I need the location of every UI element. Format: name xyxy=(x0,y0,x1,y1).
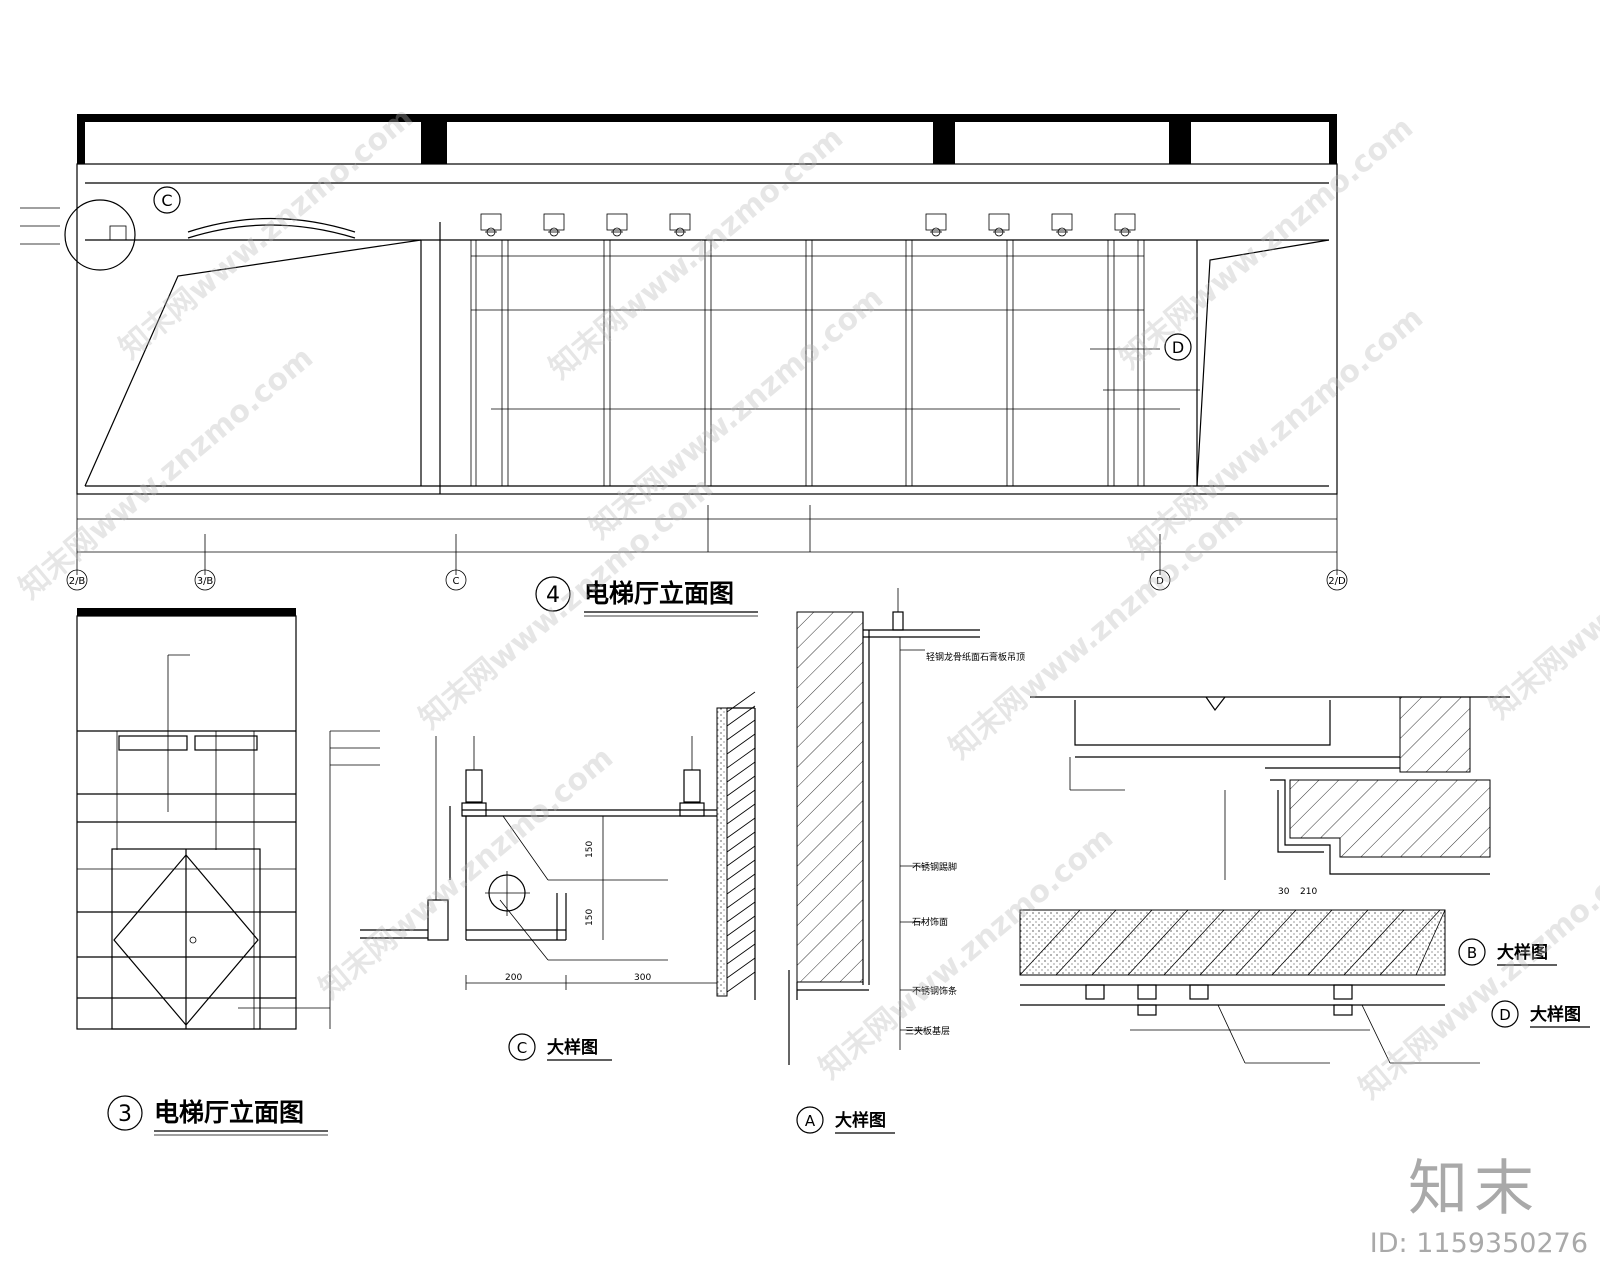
detail-a: 轻钢龙骨纸面石膏板吊顶 不锈钢踢脚 石材饰面 不锈钢饰条 三夹板基层 A 大样图 xyxy=(788,588,1025,1134)
dim-c-h1: 200 xyxy=(505,973,522,983)
detail-d-title: 大样图 xyxy=(1530,1004,1581,1025)
note-a-2: 不锈钢踢脚 xyxy=(912,861,957,873)
note-a-3: 石材饰面 xyxy=(912,916,948,928)
dim-c-v1: 150 xyxy=(585,841,595,858)
watermark-text: 知末网www.znzmo.com xyxy=(113,100,420,366)
axis-bubble: 2/D xyxy=(1326,569,1348,591)
axis-label: 2/B xyxy=(69,576,86,587)
note-a-1: 轻钢龙骨纸面石膏板吊顶 xyxy=(926,651,1025,663)
watermark-text: 知末网www.znzmo.com xyxy=(1483,460,1600,726)
note-a-4: 不锈钢饰条 xyxy=(912,985,957,997)
detail-b: 30 210 B 大样图 xyxy=(1030,696,1557,966)
dim-c-h2: 300 xyxy=(634,973,651,983)
ceiling-light-icon xyxy=(925,213,947,237)
ceiling-light-icon xyxy=(480,213,502,237)
axis-label: 2/D xyxy=(1328,576,1346,587)
dim-b-b: 210 xyxy=(1300,887,1317,897)
detail-a-title: 大样图 xyxy=(835,1110,886,1131)
elev3-title: 电梯厅立面图 xyxy=(154,1098,304,1127)
axis-bubble: D xyxy=(1149,569,1171,591)
ceiling-light-icon xyxy=(1051,213,1073,237)
axis-bubble: 3/B xyxy=(194,569,216,591)
image-id: ID: 1159350276 xyxy=(1369,1228,1588,1259)
elev3-number: 3 xyxy=(118,1102,132,1127)
axis-bubble: C xyxy=(445,569,467,591)
callout-c: C xyxy=(161,191,172,210)
callout-d: D xyxy=(1172,338,1184,357)
detail-c: 150 150 200 300 C 大样图 xyxy=(360,691,756,1061)
axis-label: D xyxy=(1156,576,1164,587)
dim-c-v2: 150 xyxy=(585,909,595,926)
ceiling-light-icon xyxy=(988,213,1010,237)
detail-b-title: 大样图 xyxy=(1497,942,1548,963)
detail-c-title: 大样图 xyxy=(547,1037,598,1058)
ceiling-light-icon xyxy=(606,213,628,237)
brand-logo: 知末 xyxy=(1408,1154,1540,1224)
ceiling-light-icon xyxy=(1114,213,1136,237)
detail-c-letter: C xyxy=(517,1039,527,1057)
detail-d-letter: D xyxy=(1499,1006,1511,1024)
detail-b-letter: B xyxy=(1467,944,1477,962)
watermark-text: 知末网www.znzmo.com xyxy=(13,340,320,606)
elevation-4: C D 2/B 3/B C D 2/D 4 电梯厅立面图 xyxy=(20,114,1348,617)
axis-bubble: 2/B xyxy=(66,569,88,591)
elev4-number: 4 xyxy=(546,583,560,608)
axis-label: C xyxy=(453,576,460,587)
detail-d: D 大样图 xyxy=(1019,909,1590,1064)
elev4-title: 电梯厅立面图 xyxy=(584,579,734,608)
axis-label: 3/B xyxy=(197,576,214,587)
ceiling-light-row xyxy=(480,213,1136,237)
watermark-text: 知末网www.znzmo.com xyxy=(943,500,1250,766)
detail-a-letter: A xyxy=(805,1112,816,1130)
ceiling-light-icon xyxy=(543,213,565,237)
ceiling-light-icon xyxy=(669,213,691,237)
elevation-3: 3 电梯厅立面图 xyxy=(76,608,380,1136)
note-a-5: 三夹板基层 xyxy=(905,1025,950,1037)
dim-b-a: 30 xyxy=(1278,887,1290,897)
